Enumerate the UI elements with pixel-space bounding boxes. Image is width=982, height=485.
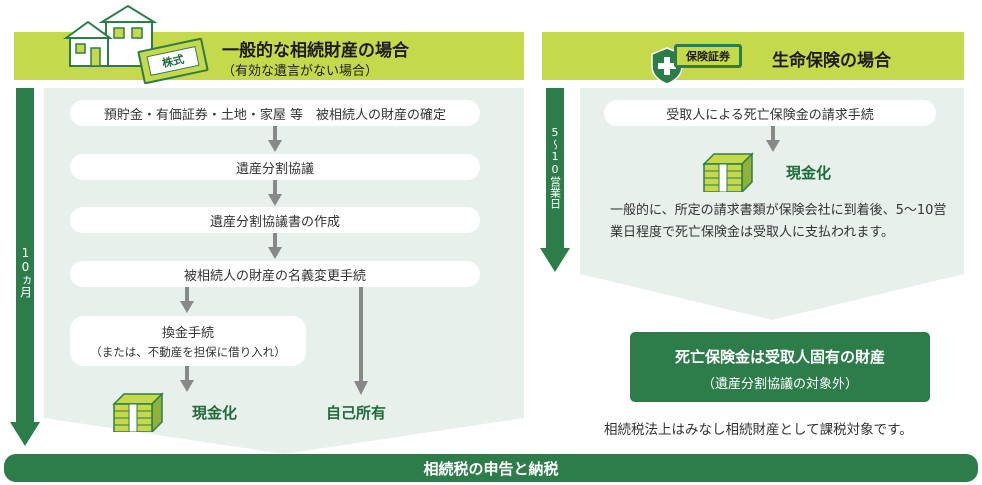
right-timeline-bar xyxy=(546,88,564,250)
arrow-icon xyxy=(268,126,282,152)
payment-note: 一般的に、所定の請求書類が保険会社に到着後、5〜10営業日程度で死亡保険金は受取… xyxy=(610,203,947,240)
tax-note: 相続税法上はみなし相続財産として課税対象です。 xyxy=(604,422,913,438)
arrow-icon xyxy=(180,287,194,313)
step-confirm-assets: 預貯金・有価証券・土地・家屋 等 被相続人の財産の確定 xyxy=(70,100,480,126)
step-name-change: 被相続人の財産の名義変更手続 xyxy=(70,261,480,287)
right-period-label: 5〜10営業日 xyxy=(548,126,562,209)
left-title: 一般的な相続財産の場合 xyxy=(222,41,409,61)
own-label: 自己所有 xyxy=(326,404,387,422)
fixed-property-box: 死亡保険金は受取人固有の財産 （遺産分割協議の対象外） xyxy=(630,332,930,402)
arrow-icon xyxy=(180,366,194,392)
right-cash-label: 現金化 xyxy=(786,164,832,182)
cash-icon xyxy=(112,392,164,432)
stock-label: 株式 xyxy=(146,46,200,76)
cash-icon xyxy=(702,152,754,192)
right-timeline-arrowhead xyxy=(540,248,570,272)
arrow-icon xyxy=(354,287,368,395)
arrow-icon xyxy=(766,126,780,152)
left-period-label: 10ヵ月 xyxy=(18,246,33,298)
left-timeline-arrowhead xyxy=(10,422,40,446)
house-icon xyxy=(62,4,158,67)
step-division-discussion: 遺産分割協議 xyxy=(70,154,480,180)
left-subtitle: （有効な遺言がない場合） xyxy=(222,64,379,79)
left-timeline-bar xyxy=(16,88,34,424)
right-panel xyxy=(580,88,964,320)
right-title: 生命保険の場合 xyxy=(772,51,891,71)
step-division-document: 遺産分割協議書の作成 xyxy=(70,207,480,233)
tax-filing-bar: 相続税の申告と納税 xyxy=(4,454,978,482)
insurance-badge: 保険証券 xyxy=(674,44,742,68)
step-exchange: 換金手続 （または、不動産を担保に借り入れ） xyxy=(70,316,306,366)
arrow-icon xyxy=(268,180,282,206)
right-header xyxy=(542,32,964,80)
step-claim: 受取人による死亡保険金の請求手続 xyxy=(604,100,936,126)
left-cash-label: 現金化 xyxy=(192,404,238,422)
arrow-icon xyxy=(268,233,282,259)
